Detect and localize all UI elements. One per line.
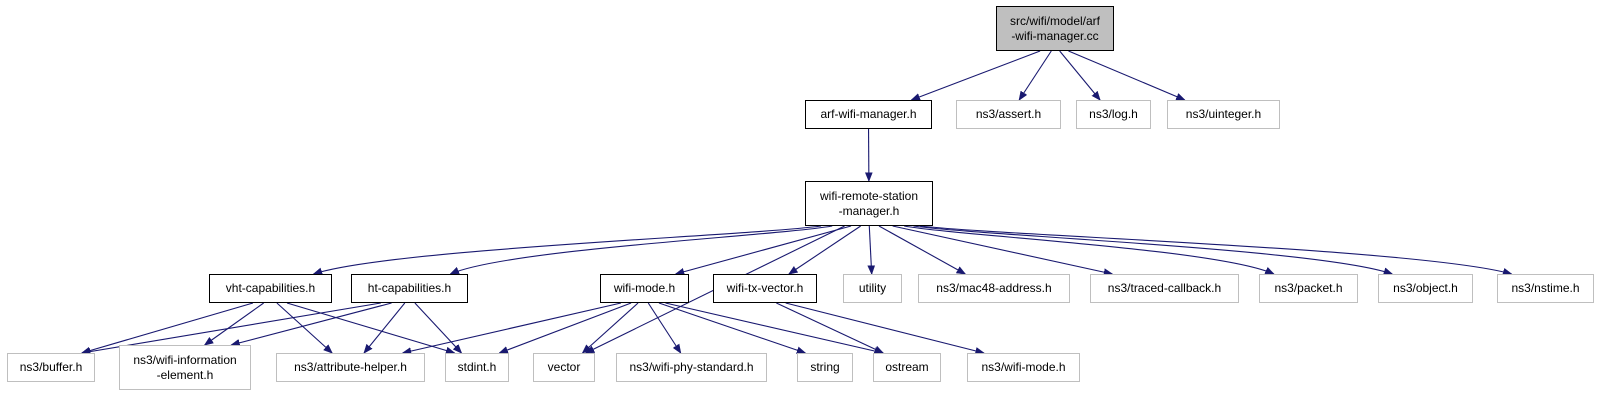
node-phystd: ns3/wifi-phy-standard.h xyxy=(616,353,767,382)
node-label-line: ht-capabilities.h xyxy=(367,281,452,295)
node-label-line: ns3/wifi-information xyxy=(133,352,237,367)
edge-ht-to-wie xyxy=(231,302,392,345)
node-root: src/wifi/model/arf-wifi-manager.cc xyxy=(996,6,1114,51)
node-assert: ns3/assert.h xyxy=(956,100,1061,129)
node-label-line: ostream xyxy=(885,360,929,374)
edge-wrsm-to-txv xyxy=(789,225,861,274)
node-wrsm[interactable]: wifi-remote-station-manager.h xyxy=(805,181,933,226)
node-label-line: ns3/buffer.h xyxy=(19,360,83,374)
node-ostream: ostream xyxy=(873,353,941,382)
node-label-line: -manager.h xyxy=(838,203,900,218)
node-label-line: ns3/log.h xyxy=(1089,107,1138,121)
node-vht[interactable]: vht-capabilities.h xyxy=(209,274,332,303)
edge-wrsm-to-traced xyxy=(892,225,1113,274)
node-label-line: vector xyxy=(547,360,581,374)
edge-txv-to-ostream xyxy=(776,302,883,354)
edge-ht-to-stdint xyxy=(414,302,462,353)
node-label-line: ns3/assert.h xyxy=(975,107,1042,121)
edge-wrsm-to-packet xyxy=(904,225,1274,275)
edge-wmode-to-attr xyxy=(403,302,622,353)
edge-root-to-assert xyxy=(1019,50,1052,100)
edge-ht-to-attr xyxy=(364,302,406,353)
node-nswmode: ns3/wifi-mode.h xyxy=(967,353,1080,382)
edge-vht-to-attr xyxy=(276,302,332,353)
node-utility: utility xyxy=(843,274,902,303)
node-log: ns3/log.h xyxy=(1076,100,1151,129)
edge-wrsm-to-ht xyxy=(450,225,833,275)
edge-wrsm-to-nstime xyxy=(920,225,1511,274)
edge-wrsm-to-object xyxy=(913,225,1393,274)
node-label-line: -element.h xyxy=(156,367,214,382)
node-nstime: ns3/nstime.h xyxy=(1497,274,1594,303)
edge-root-to-uinteger xyxy=(1068,50,1184,101)
node-label-line: src/wifi/model/arf xyxy=(1009,13,1101,28)
edge-wrsm-to-utility xyxy=(869,225,871,274)
node-attr: ns3/attribute-helper.h xyxy=(276,353,425,382)
node-label-line: ns3/packet.h xyxy=(1274,281,1343,295)
node-label-line: string xyxy=(810,360,840,374)
node-label-line: ns3/object.h xyxy=(1393,281,1458,295)
node-label-line: -wifi-manager.cc xyxy=(1011,28,1099,43)
node-ht[interactable]: ht-capabilities.h xyxy=(351,274,468,303)
node-string: string xyxy=(797,353,853,382)
edge-wrsm-to-mac48 xyxy=(878,225,965,274)
edge-ht-to-buffer xyxy=(82,302,381,353)
node-vector: vector xyxy=(533,353,595,382)
node-mac48: ns3/mac48-address.h xyxy=(918,274,1070,303)
edge-vht-to-buffer xyxy=(82,302,254,353)
node-buffer: ns3/buffer.h xyxy=(7,353,95,382)
node-label-line: stdint.h xyxy=(457,360,497,374)
node-packet: ns3/packet.h xyxy=(1259,274,1358,303)
node-wmode[interactable]: wifi-mode.h xyxy=(600,274,689,303)
edge-txv-to-nswmode xyxy=(785,302,984,353)
node-uinteger: ns3/uinteger.h xyxy=(1167,100,1280,129)
node-wie: ns3/wifi-information-element.h xyxy=(119,345,251,390)
node-label-line: wifi-mode.h xyxy=(613,281,676,295)
edge-root-to-arf xyxy=(911,50,1041,100)
edge-wrsm-to-wmode xyxy=(676,225,852,274)
edge-wmode-to-phystd xyxy=(647,302,680,353)
node-label-line: ns3/mac48-address.h xyxy=(936,281,1052,295)
edge-vht-to-wie xyxy=(205,302,264,345)
edge-wmode-to-string xyxy=(658,302,805,353)
node-label-line: ns3/nstime.h xyxy=(1511,281,1580,295)
edge-vht-to-stdint xyxy=(286,302,455,353)
node-label-line: ns3/traced-callback.h xyxy=(1107,281,1222,295)
node-label-line: wifi-remote-station xyxy=(819,188,919,203)
edge-root-to-log xyxy=(1059,50,1100,100)
node-label-line: vht-capabilities.h xyxy=(225,281,316,295)
node-label-line: ns3/wifi-phy-standard.h xyxy=(629,360,754,374)
edge-wrsm-to-vht xyxy=(314,225,822,274)
node-label-line: ns3/wifi-mode.h xyxy=(981,360,1066,374)
node-txv[interactable]: wifi-tx-vector.h xyxy=(713,274,817,303)
node-label-line: utility xyxy=(858,281,887,295)
edge-wmode-to-ostream xyxy=(665,302,884,353)
node-label-line: ns3/uinteger.h xyxy=(1185,107,1262,121)
edge-wmode-to-stdint xyxy=(499,302,632,353)
node-label-line: wifi-tx-vector.h xyxy=(726,281,804,295)
node-label-line: ns3/attribute-helper.h xyxy=(294,360,407,374)
node-object: ns3/object.h xyxy=(1378,274,1473,303)
node-arf[interactable]: arf-wifi-manager.h xyxy=(805,100,932,129)
node-stdint: stdint.h xyxy=(445,353,509,382)
edge-wmode-to-vector xyxy=(583,302,639,353)
node-traced: ns3/traced-callback.h xyxy=(1090,274,1239,303)
node-label-line: arf-wifi-manager.h xyxy=(820,107,917,121)
